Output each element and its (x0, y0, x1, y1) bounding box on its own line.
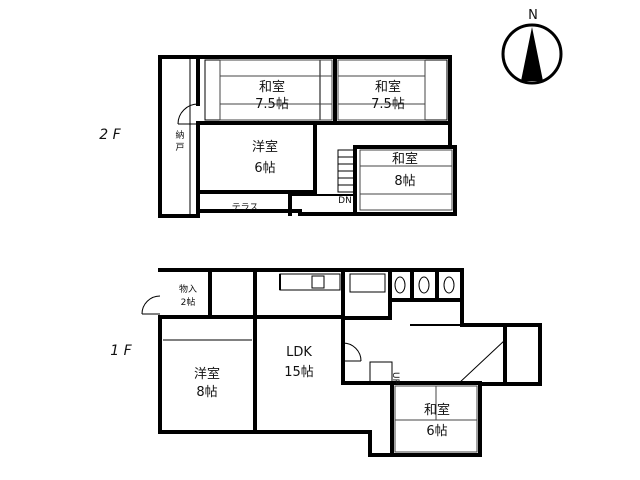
room-storage-name: 物入 (179, 283, 197, 295)
room-terrace-label: テラス (232, 202, 259, 213)
room-youshitsu-2f-size: 6帖 (254, 161, 275, 176)
room-youshitsu-1f-name: 洋室 (194, 366, 220, 382)
room-youshitsu-2f-name: 洋室 (252, 139, 278, 155)
room-nando-label-2: 戸 (175, 142, 184, 153)
second-floor-stairs (337, 149, 356, 193)
floor-label-1f: 1 F (110, 343, 132, 359)
room-washitsu-ne-size: 7.5帖 (371, 97, 405, 112)
room-nando-label-1: 納 (175, 129, 184, 141)
second-floor-walls (158, 55, 457, 218)
floor-label-2f: 2 F (99, 127, 121, 143)
room-ldk-size: 15帖 (284, 365, 314, 380)
stair-label-up: UP (390, 372, 400, 385)
north-arrow-icon (521, 27, 543, 81)
room-storage-size: 2帖 (181, 296, 196, 308)
first-floor-walls (141, 268, 542, 457)
stair-label-dn: DN (338, 196, 352, 206)
room-ldk-name: LDK (286, 345, 312, 360)
compass: N (501, 8, 563, 85)
room-washitsu-nw-size: 7.5帖 (255, 97, 289, 112)
room-washitsu-e-size: 8帖 (394, 174, 415, 189)
compass-north-label: N (528, 8, 538, 23)
second-floor-tatami (219, 59, 453, 211)
compass-ring (501, 23, 563, 85)
room-washitsu-1f-size: 6帖 (426, 424, 447, 439)
room-washitsu-1f-name: 和室 (424, 402, 450, 418)
room-washitsu-ne-name: 和室 (375, 79, 401, 95)
room-youshitsu-1f-size: 8帖 (196, 385, 217, 400)
room-washitsu-e-name: 和室 (392, 151, 418, 167)
room-washitsu-nw-name: 和室 (259, 79, 285, 95)
